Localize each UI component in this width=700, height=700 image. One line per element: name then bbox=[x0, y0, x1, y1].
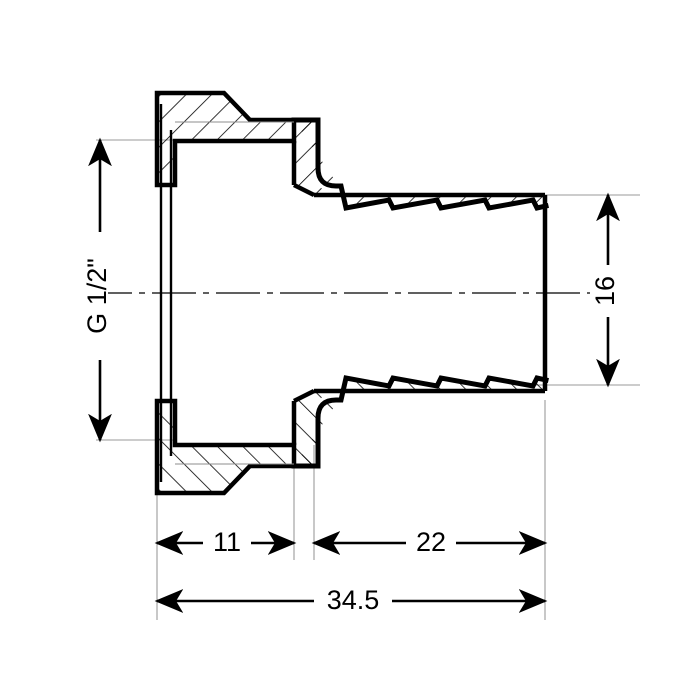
dim-label-thread-size: G 1/2" bbox=[82, 258, 112, 334]
barb-profile-upper bbox=[291, 117, 549, 211]
dim-label-thread-length: 11 bbox=[213, 527, 241, 557]
shoulder-hatch-upper bbox=[294, 120, 330, 196]
dimension-thread-size: G 1/2" bbox=[72, 137, 112, 443]
dim-text-mask-overall-length bbox=[314, 583, 392, 619]
material-upper-half bbox=[154, 90, 549, 293]
dimension-thread-length: 11 bbox=[154, 525, 297, 561]
dim-label-barb-diameter: 16 bbox=[590, 276, 620, 306]
dim-text-mask-barb-diameter bbox=[590, 265, 626, 317]
dim-label-overall-length: 34.5 bbox=[327, 585, 380, 615]
dim-text-mask-barb-length bbox=[406, 525, 456, 561]
dim-text-mask-thread-size bbox=[72, 232, 108, 360]
shoulder-hatch-lower bbox=[294, 390, 330, 466]
dimension-overall-length: 34.5 bbox=[154, 583, 548, 619]
thread-detail-lines bbox=[159, 104, 294, 482]
material-lower-half bbox=[154, 293, 549, 496]
dim-label-barb-length: 22 bbox=[416, 527, 446, 557]
bore-taper-lower bbox=[292, 388, 316, 404]
dimension-barb-length: 22 bbox=[311, 525, 548, 561]
barb-profile-lower bbox=[291, 375, 549, 469]
drawing-sheet: G 1/2" 16 11 22 34.5 bbox=[72, 90, 640, 620]
dimension-barb-diameter: 16 bbox=[590, 192, 626, 388]
bore-taper-upper bbox=[292, 182, 316, 198]
dim-text-mask-thread-length bbox=[203, 525, 251, 561]
